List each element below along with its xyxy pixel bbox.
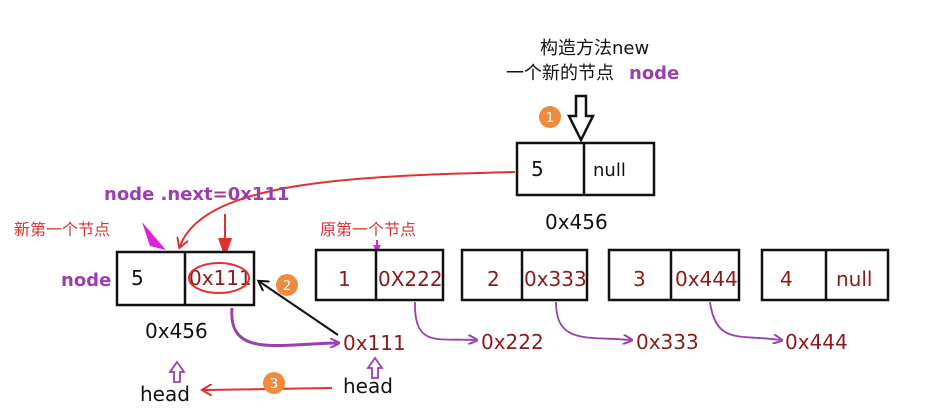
list-node-2: 2 0x333 [460, 248, 589, 302]
red-down-arrow-icon [218, 238, 232, 258]
list-node-2-next: 0x333 [524, 267, 587, 291]
list-node-3-next: 0x444 [675, 267, 738, 291]
list-node-1-address: 0x111 [343, 331, 406, 355]
step-1-number: 1 [546, 111, 554, 126]
list-node-4-next: null [836, 267, 872, 291]
top-note-keyword: node [629, 63, 679, 84]
list-node-4-value: 4 [780, 267, 793, 291]
original-first-node-caption: 原第一个节点 [320, 220, 416, 239]
head-old-up-arrow-icon [366, 356, 384, 379]
list-node-1-value: 1 [338, 267, 351, 291]
step-2-number: 2 [283, 279, 291, 294]
new-node-move-arrow [180, 171, 516, 246]
list-node-3-value: 3 [633, 267, 646, 291]
magenta-pointer-icon [142, 222, 166, 250]
new-node-value: 5 [531, 157, 544, 181]
down-hollow-arrow-icon [566, 94, 596, 143]
link-arrow-node1-to-0x222 [414, 301, 475, 340]
step-2-badge: 2 [276, 274, 298, 296]
step-3-badge: 3 [263, 372, 285, 394]
inserted-node-next: 0x111 [189, 266, 252, 290]
list-node-2-value: 2 [487, 267, 500, 291]
top-note-line2: 一个新的节点 [506, 63, 614, 84]
new-node-box: 5 null [515, 141, 656, 197]
top-note-line1: 构造方法new [540, 38, 649, 59]
list-node-2-address: 0x222 [481, 330, 544, 354]
list-node-1: 1 0X222 [314, 248, 445, 302]
inserted-node-value: 5 [131, 266, 144, 290]
new-node-next: null [593, 160, 626, 181]
new-first-node-caption: 新第一个节点 [14, 220, 110, 239]
next-field-highlight [188, 262, 250, 294]
inserted-node-label: node [61, 270, 111, 291]
step-3-number: 3 [270, 377, 278, 392]
list-node-4: 4 null [760, 248, 890, 302]
step-1-badge: 1 [539, 106, 561, 128]
next-link-arrow [260, 282, 339, 336]
new-node-address: 0x456 [545, 210, 608, 234]
list-node-1-next: 0X222 [378, 267, 443, 291]
head-new-label: head [140, 382, 190, 406]
inserted-node-address: 0x456 [145, 319, 208, 343]
link-arrow-inserted-to-0x111 [230, 307, 337, 346]
assignment-label: node .next=0x111 [104, 184, 289, 205]
link-arrow-node3-to-0x444 [709, 301, 780, 340]
link-arrow-node2-to-0x333 [555, 301, 630, 340]
inserted-node-box: 5 0x111 [115, 250, 256, 307]
list-node-4-address: 0x444 [785, 330, 848, 354]
list-node-3: 3 0x444 [607, 248, 741, 302]
list-node-3-address: 0x333 [636, 330, 699, 354]
head-old-label: head [343, 374, 393, 398]
head-new-up-arrow-icon [168, 360, 186, 383]
